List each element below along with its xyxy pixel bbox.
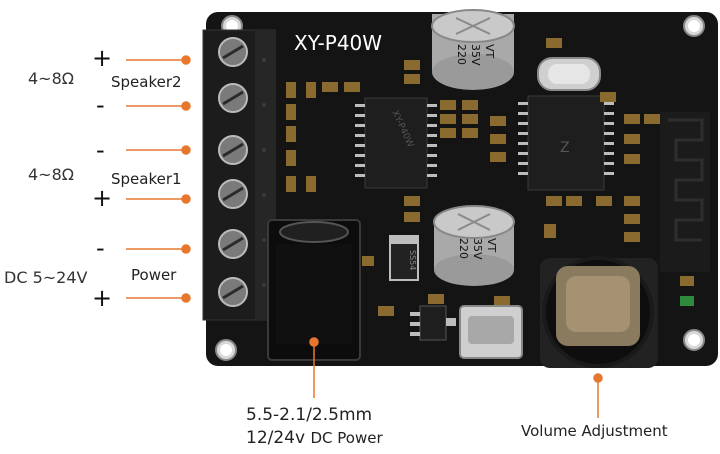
diode-marking: SS54 [408,250,417,270]
power-positive-sign: + [92,284,113,312]
bluetooth-chip-marking: Z [560,140,570,156]
terminal-block [202,29,276,321]
capacitor-top [431,9,515,90]
dc-power-jack [267,219,361,361]
speaker2-negative-sign: - [96,91,105,119]
dc-jack-voltage-label: 12/24v DC Power [246,428,383,448]
volume-potentiometer [540,256,658,368]
smd-components [286,38,694,316]
amplifier-chip [355,97,437,189]
capacitor-top-value: 220 [455,44,468,65]
capacitor-middle-voltage: 35V [471,238,484,260]
speaker1-load-label: 4~8Ω [28,165,74,184]
dc-jack-voltage-value: 12/24v [246,428,306,448]
callout-lines [126,55,603,418]
crystal-oscillator [537,57,601,91]
schottky-diode [389,235,419,281]
bluetooth-chip [518,95,614,191]
capacitor-top-voltage: 35V [469,44,482,66]
speaker1-label: Speaker1 [111,170,182,188]
capacitor-middle [433,205,515,286]
speaker2-positive-sign: + [92,44,113,72]
push-switch [459,305,523,359]
speaker1-negative-sign: - [96,136,105,164]
power-label: Power [131,266,177,284]
capacitor-middle-series: VT [485,238,498,253]
power-negative-sign: - [96,234,105,262]
dc-jack-size-label: 5.5-2.1/2.5mm [246,405,373,425]
speaker2-label: Speaker2 [111,73,182,91]
speaker2-load-label: 4~8Ω [28,69,74,88]
volume-adjustment-label: Volume Adjustment [521,422,668,440]
terminal-screws [218,37,248,307]
transistor [410,305,456,341]
capacitor-top-series: VT [483,44,496,59]
power-supply-label: DC 5~24V [4,268,88,287]
antenna-trace [660,112,710,272]
dc-jack-power-text: DC Power [310,429,383,447]
board-model-label: XY-P40W [294,31,382,55]
speaker1-positive-sign: + [92,184,113,212]
capacitor-middle-value: 220 [457,238,470,259]
